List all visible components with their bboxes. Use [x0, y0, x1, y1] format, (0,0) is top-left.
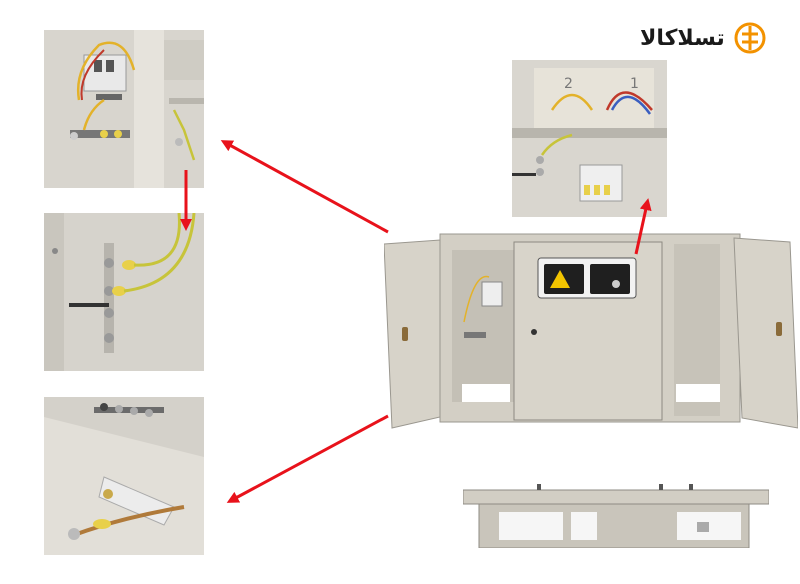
brand-name: تسلاکالا — [640, 25, 725, 51]
photo-earth-bar — [44, 213, 204, 371]
arrow-to-hinge — [226, 414, 389, 503]
meter-label-2: 2 — [564, 76, 573, 92]
photo-hinge-strap — [44, 397, 204, 555]
brand-logo: تسلاکالا — [640, 20, 784, 56]
photo-breaker-wiring — [44, 30, 204, 188]
photo-meter-terminal: 2 1 — [512, 60, 667, 217]
meter-label-1: 1 — [630, 76, 639, 92]
brand-mark-icon — [734, 22, 766, 54]
photo-cabinet-open — [384, 232, 798, 430]
photo-cabinet-bottom — [463, 482, 769, 548]
arrow-to-breaker — [220, 140, 389, 234]
